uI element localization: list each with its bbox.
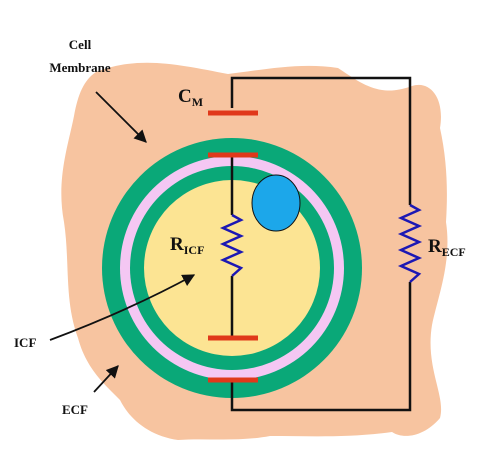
capacitor-plates: [208, 110, 258, 383]
ricf-label-main: R: [170, 234, 184, 255]
ecf-label: ECF: [62, 402, 88, 417]
cell-membrane-label-line2: Membrane: [49, 60, 111, 75]
recf-label-sub: ECF: [442, 245, 466, 259]
nucleus: [251, 174, 301, 232]
ricf-label-sub: ICF: [184, 243, 205, 257]
resistor-ecf: [397, 203, 423, 283]
ricf-label: RICF: [170, 234, 204, 257]
recf-label-main: R: [428, 236, 442, 257]
membrane-arrow: [95, 91, 147, 143]
cm-label-main: C: [178, 86, 192, 107]
ecf-arrow: [93, 365, 119, 393]
recf-label: RECF: [428, 236, 466, 259]
cm-label-sub: M: [192, 95, 203, 109]
cm-label: CM: [178, 86, 203, 109]
resistor-icf: [219, 213, 245, 277]
icf-label: ICF: [14, 335, 36, 350]
circuit-wires: [230, 76, 412, 412]
cell-membrane-label-line1: Cell: [69, 37, 92, 52]
icf-arrow: [49, 274, 196, 341]
